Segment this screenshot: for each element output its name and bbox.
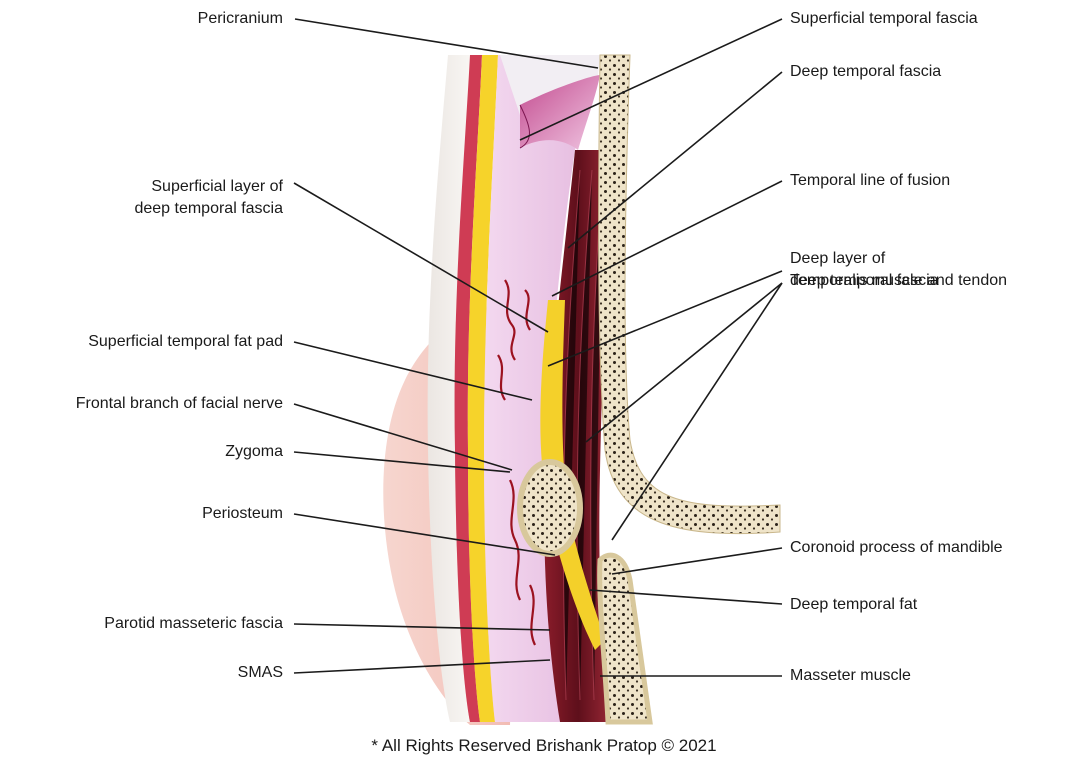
label-coronoid-process: Coronoid process of mandible [790,537,1003,558]
label-superficial-temporal-fascia: Superficial temporal fascia [790,8,978,29]
label-zygoma: Zygoma [225,441,283,462]
label-pericranium: Pericranium [198,8,283,29]
label-superficial-layer-dtf-line1: Superficial layer of [151,176,283,197]
label-periosteum: Periosteum [202,503,283,524]
label-smas: SMAS [238,662,283,683]
copyright-credit: * All Rights Reserved Brishank Pratop © … [0,736,1088,756]
skull-bone [599,55,780,534]
label-temporal-line-of-fusion: Temporal line of fusion [790,170,950,191]
label-frontal-branch-facial-nerve: Frontal branch of facial nerve [76,393,283,414]
label-deep-temporal-fascia: Deep temporal fascia [790,61,941,82]
label-superficial-temporal-fat-pad: Superficial temporal fat pad [88,331,283,352]
label-parotid-masseteric-fascia: Parotid masseteric fascia [104,613,283,634]
label-masseter-muscle: Masseter muscle [790,665,911,686]
label-superficial-layer-dtf-line2: deep temporal fascia [134,198,283,219]
label-deep-temporal-fat: Deep temporal fat [790,594,917,615]
label-temporalis-muscle-tendon: Temporalis muscle and tendon [790,270,1007,291]
zygoma-bone [520,462,580,554]
label-deep-layer-dtf-line1: Deep layer of [790,248,885,269]
coronoid-bone [600,555,650,722]
